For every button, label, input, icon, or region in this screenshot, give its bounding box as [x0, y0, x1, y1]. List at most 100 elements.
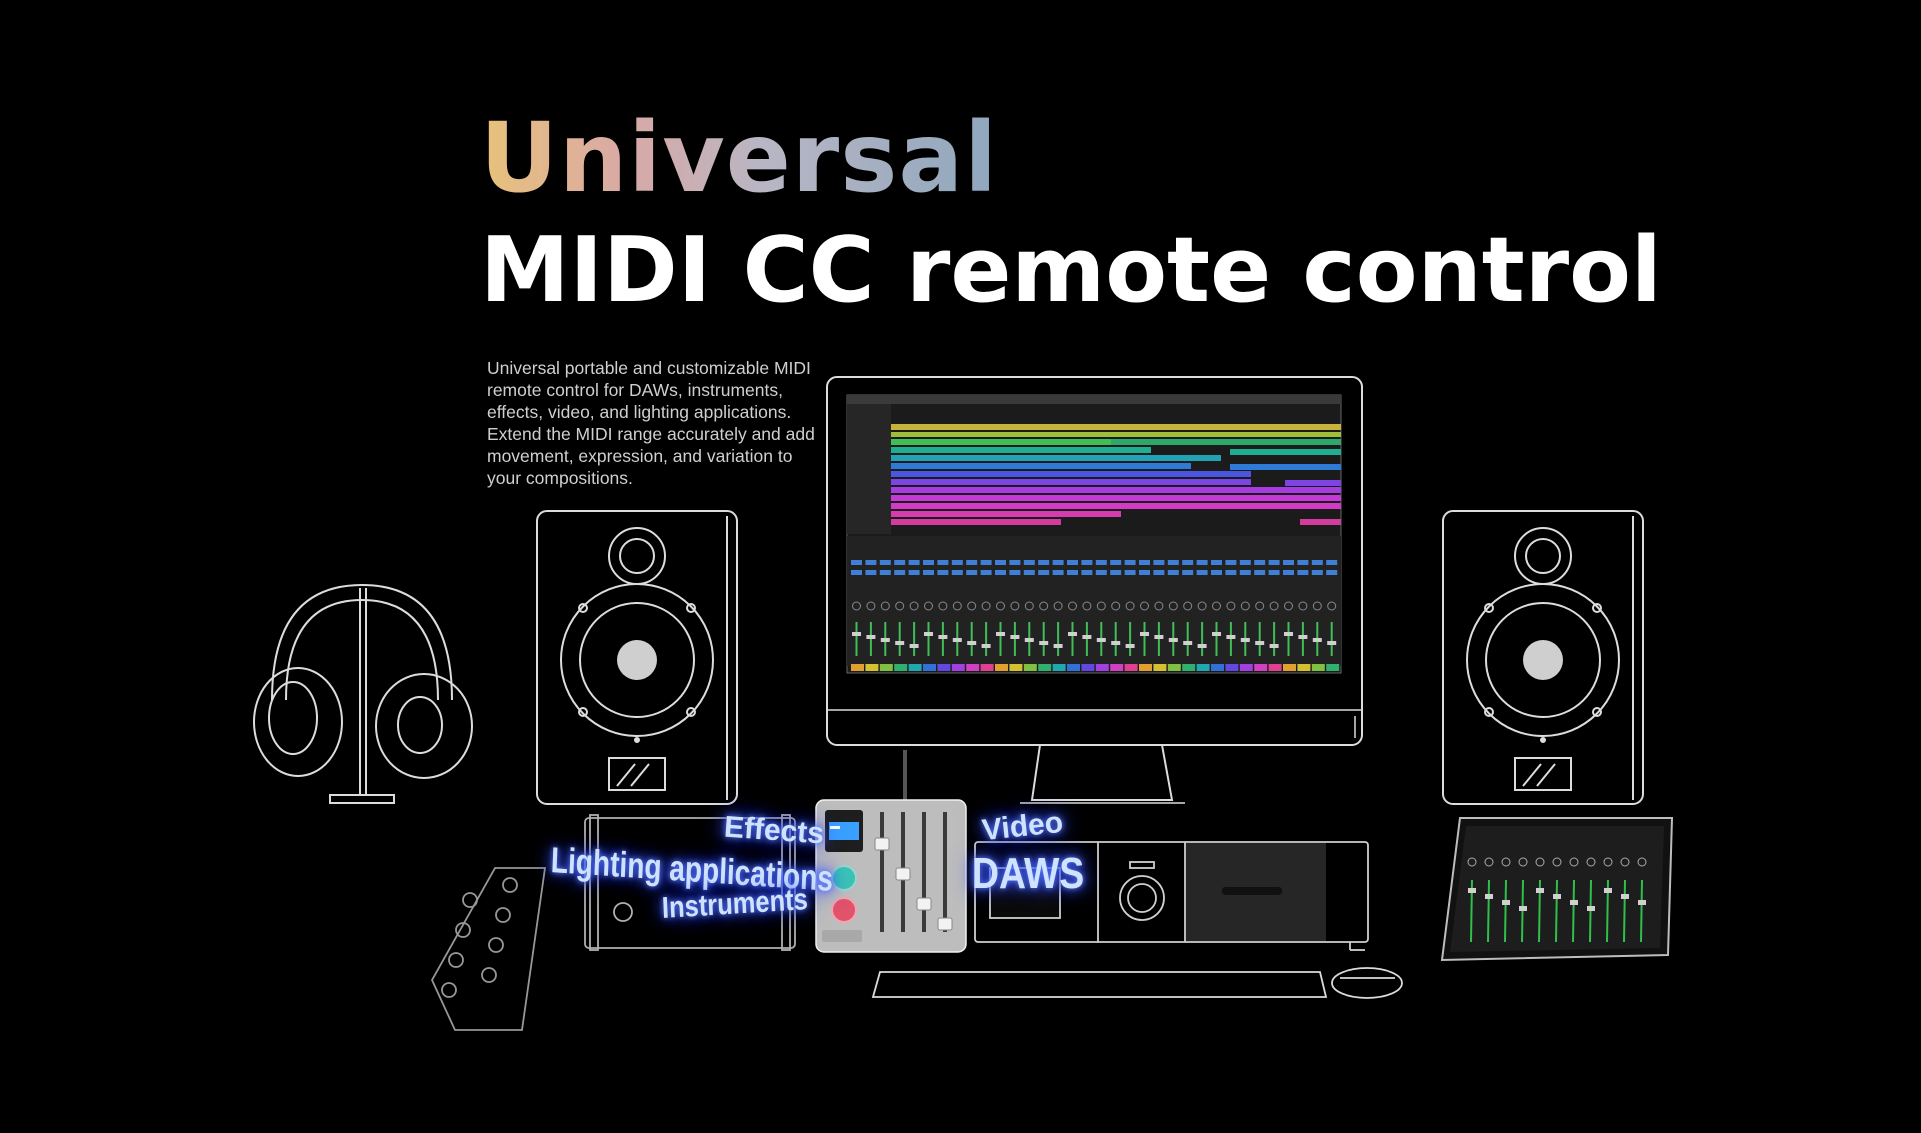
color-chip	[894, 664, 908, 671]
mixer-slot	[1110, 560, 1122, 565]
color-chip	[1311, 664, 1325, 671]
color-chip	[1052, 664, 1066, 671]
mixer-knob	[1154, 601, 1164, 611]
tablet-fader	[1621, 894, 1629, 899]
tablet-knob	[1535, 857, 1545, 867]
headline-accent: Universal	[480, 102, 999, 214]
fader-track	[922, 812, 926, 932]
mixer-fader	[1039, 641, 1049, 645]
tablet-knob	[1569, 857, 1579, 867]
mixer-knob	[1010, 601, 1020, 611]
tablet-knob	[1637, 857, 1647, 867]
mixer-knob	[1111, 601, 1121, 611]
tablet-meter	[1555, 879, 1558, 943]
color-chip	[1095, 664, 1109, 671]
mixer-knob	[1298, 601, 1308, 611]
mixer-fader	[1269, 644, 1279, 648]
mixer-slot	[1167, 560, 1179, 565]
mixer-slot	[1095, 560, 1107, 565]
mixer-fader	[852, 632, 861, 636]
guitar-icon	[430, 867, 547, 1031]
mixer-slot	[1110, 570, 1122, 575]
mixer-knob	[1240, 601, 1250, 611]
tablet-knob	[1518, 857, 1528, 867]
mixer-knob	[967, 601, 977, 611]
tablet-fader	[1553, 894, 1561, 899]
mixer-knob	[1212, 601, 1221, 611]
mixer-fader	[1212, 632, 1221, 636]
color-chip	[1196, 664, 1210, 671]
fader-track	[943, 812, 947, 932]
label-daws: DAWS	[972, 849, 1085, 898]
mixer-knob	[1255, 601, 1265, 611]
fader-cap	[874, 837, 890, 851]
mixer-slot	[1038, 560, 1050, 565]
tablet-meter	[1487, 879, 1490, 943]
fader-cap	[937, 917, 953, 931]
mixer-knob	[952, 601, 962, 611]
mixer-slot	[1283, 570, 1294, 575]
mixer-fader	[1154, 635, 1164, 639]
tablet-fader	[1638, 900, 1646, 905]
mixer-fader	[1053, 644, 1063, 648]
mixer-slot	[1311, 570, 1323, 575]
mixer-slot	[980, 570, 992, 575]
tablet-meter	[1572, 879, 1575, 943]
tablet-fader	[1485, 894, 1493, 899]
mixer-slot	[1081, 570, 1093, 575]
tablet-meter	[1640, 879, 1643, 943]
mixer-slot	[1297, 560, 1309, 565]
fader-cap	[916, 897, 932, 911]
mixer-knob	[938, 601, 948, 611]
mixer-slot	[865, 570, 877, 575]
mixer-fader	[1226, 635, 1236, 639]
mixer-slot	[1225, 570, 1237, 575]
mouse	[1331, 967, 1403, 999]
mixer-fader	[967, 641, 977, 645]
tablet-fader	[1536, 888, 1544, 893]
mixer-slot	[951, 570, 963, 575]
daw-tracks	[891, 424, 1341, 525]
mixer-slot	[1211, 560, 1222, 565]
mixer-slot	[894, 560, 906, 565]
mixer-slot	[1009, 560, 1021, 565]
mixer-fader	[1284, 632, 1293, 636]
mixer-fader	[1255, 641, 1265, 645]
mixer-slot	[1268, 570, 1280, 575]
color-chip	[1167, 664, 1181, 671]
mixer-knob	[909, 601, 919, 611]
mixer-fader	[1240, 638, 1250, 642]
label-effects: Effects	[723, 810, 826, 851]
color-chip	[1139, 664, 1152, 671]
mixer-slot	[1182, 570, 1194, 575]
controller-faders	[874, 812, 953, 932]
description-text: Universal portable and customizable MIDI…	[487, 358, 815, 488]
mixer-slot	[1283, 560, 1294, 565]
mixer-fader	[1168, 638, 1178, 642]
mixer-slot	[894, 570, 906, 575]
mixer-knob	[924, 601, 933, 611]
mixer-slot	[879, 560, 891, 565]
mixer-fader	[1125, 644, 1135, 648]
mixer-knob	[1312, 601, 1322, 611]
mixer-slot	[1167, 570, 1179, 575]
mixer-knob	[996, 601, 1005, 611]
tablet	[1440, 817, 1674, 962]
monitor	[826, 376, 1363, 804]
daw-mixer	[851, 560, 1338, 656]
mixer-fader	[1024, 638, 1034, 642]
mixer-slot	[1268, 560, 1280, 565]
mixer-knob	[1284, 601, 1293, 611]
mixer-slot	[1124, 560, 1136, 565]
mixer-fader	[866, 635, 876, 639]
mixer-slot	[1095, 570, 1107, 575]
mixer-slot	[1153, 570, 1165, 575]
left-speaker	[536, 510, 738, 805]
color-chip	[1153, 664, 1167, 671]
mixer-slot	[966, 560, 978, 565]
mixer-fader	[1068, 632, 1077, 636]
mixer-knob	[1082, 601, 1092, 611]
color-chip	[1009, 664, 1023, 671]
mixer-fader	[1111, 641, 1121, 645]
mixer-slot	[951, 560, 963, 565]
